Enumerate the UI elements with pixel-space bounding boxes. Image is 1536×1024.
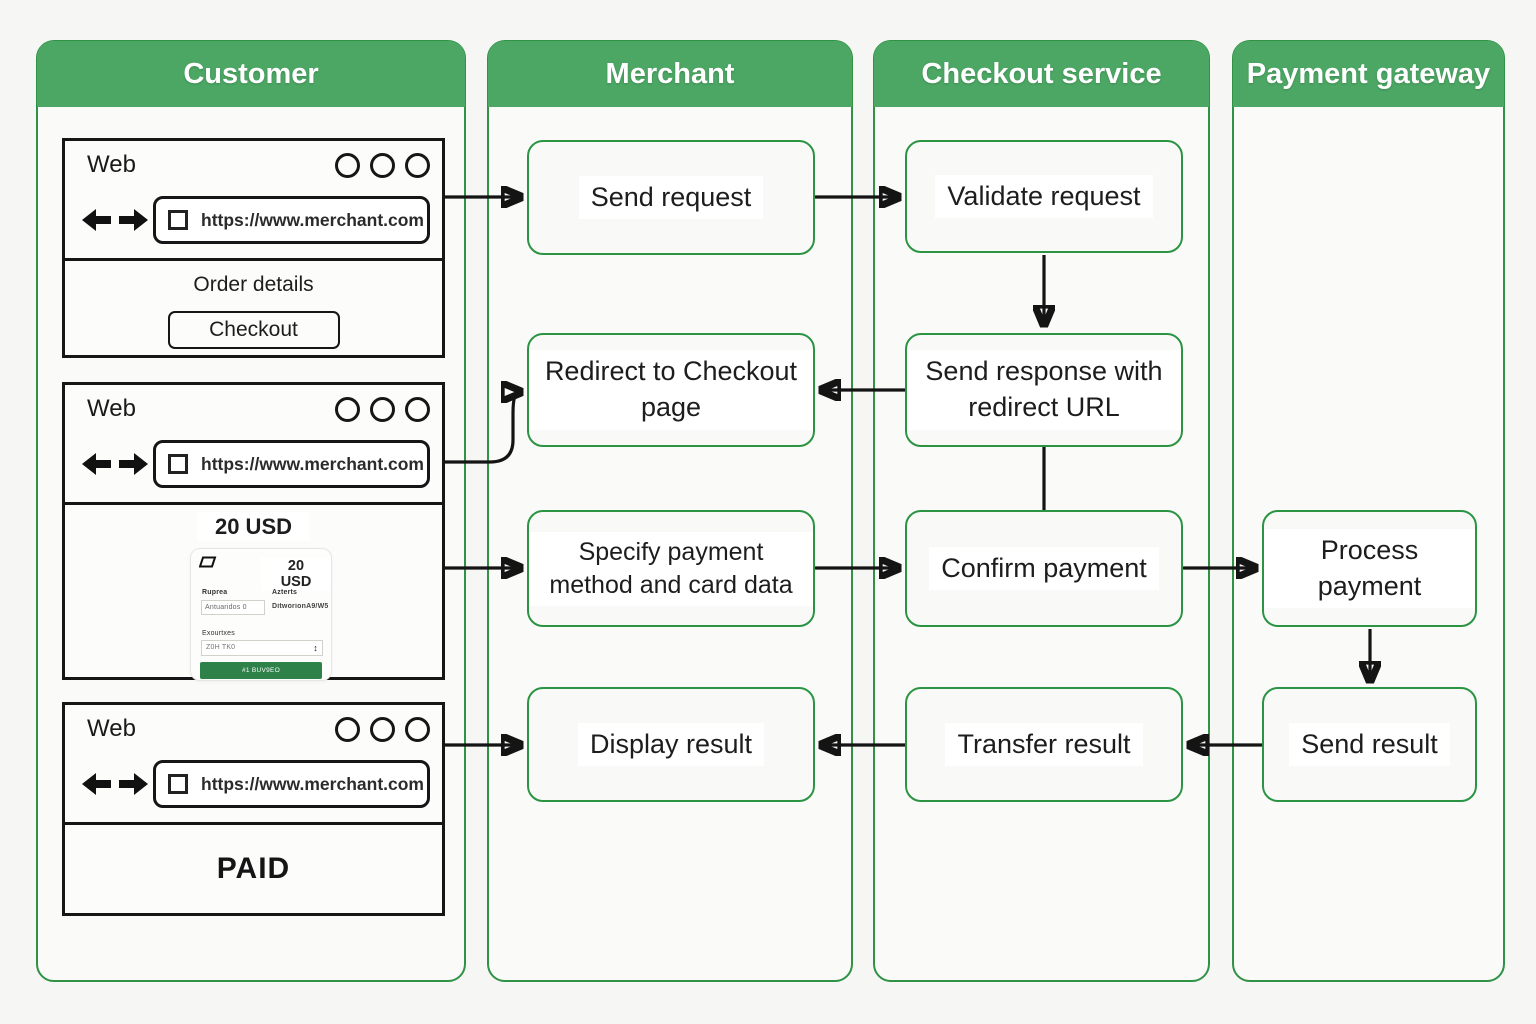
node-display-result-label: Display result — [577, 722, 765, 767]
browser-window-result: Web https://www.merchant.com PAID — [62, 702, 445, 916]
window-control-icon[interactable] — [370, 717, 395, 742]
node-send-result: Send result — [1262, 687, 1477, 802]
card-field1-label: Ruprea — [202, 589, 228, 596]
window-control-icon[interactable] — [335, 153, 360, 178]
stepper-icon[interactable]: ↕ — [313, 643, 318, 653]
browser-content-order: Order details Checkout — [65, 261, 442, 355]
node-redirect-checkout-page: Redirect to Checkout page — [527, 333, 815, 447]
forward-arrow-icon[interactable] — [119, 451, 149, 477]
site-identity-icon — [168, 454, 188, 474]
browser-chrome: Web https://www.merchant.com — [65, 141, 442, 261]
node-validate-request: Validate request — [905, 140, 1183, 253]
node-specify-payment-label: Specify payment method and card data — [529, 531, 813, 606]
window-control-icon[interactable] — [370, 397, 395, 422]
window-control-icon[interactable] — [405, 397, 430, 422]
amount-heading: 20 USD — [65, 512, 442, 541]
card-field2-value: DitworionA9/W5 — [272, 603, 329, 610]
url-text: https://www.merchant.com — [201, 773, 424, 794]
browser-nav — [81, 771, 149, 797]
window-control-icon[interactable] — [370, 153, 395, 178]
card-expires-input[interactable]: Z0H TK0 ↕ — [201, 640, 323, 656]
window-control-icon[interactable] — [405, 717, 430, 742]
lane-checkout-service-title: Checkout service — [874, 41, 1209, 107]
browser-content-payment: 20 USD 20 USD Ruprea Azterts Antuaridos … — [65, 505, 442, 680]
site-identity-icon — [168, 210, 188, 230]
browser-nav — [81, 451, 149, 477]
browser-window-order: Web https://www.merchant.com Order detai… — [62, 138, 445, 358]
node-process-payment: Process payment — [1262, 510, 1477, 627]
forward-arrow-icon[interactable] — [119, 207, 149, 233]
window-control-icon[interactable] — [335, 397, 360, 422]
order-details-title: Order details — [193, 273, 314, 296]
back-arrow-icon[interactable] — [81, 207, 111, 233]
node-confirm-payment-label: Confirm payment — [929, 546, 1159, 591]
site-identity-icon — [168, 774, 188, 794]
lane-payment-gateway-title: Payment gateway — [1233, 41, 1504, 107]
node-send-result-label: Send result — [1289, 722, 1450, 767]
browser-nav — [81, 207, 149, 233]
node-process-payment-label: Process payment — [1264, 528, 1475, 609]
node-specify-payment: Specify payment method and card data — [527, 510, 815, 627]
window-control-icon[interactable] — [405, 153, 430, 178]
node-transfer-result: Transfer result — [905, 687, 1183, 802]
browser-title: Web — [87, 395, 136, 422]
node-redirect-checkout-page-label: Redirect to Checkout page — [529, 350, 813, 430]
node-send-response: Send response with redirect URL — [905, 333, 1183, 447]
node-send-request: Send request — [527, 140, 815, 255]
address-bar[interactable]: https://www.merchant.com — [153, 440, 430, 488]
node-transfer-result-label: Transfer result — [945, 722, 1143, 767]
pay-button[interactable]: #1 BUV9EO — [200, 662, 322, 679]
url-text: https://www.merchant.com — [201, 453, 424, 474]
node-send-response-label: Send response with redirect URL — [907, 350, 1181, 430]
window-controls[interactable] — [335, 397, 430, 422]
amount-heading-text: 20 USD — [196, 512, 311, 541]
lane-customer-title: Customer — [37, 41, 465, 107]
back-arrow-icon[interactable] — [81, 451, 111, 477]
node-validate-request-label: Validate request — [935, 174, 1153, 219]
browser-title: Web — [87, 151, 136, 178]
card-expires-value: Z0H TK0 — [206, 644, 236, 651]
node-confirm-payment: Confirm payment — [905, 510, 1183, 627]
node-send-request-label: Send request — [578, 175, 764, 220]
node-display-result: Display result — [527, 687, 815, 802]
lane-merchant-title: Merchant — [488, 41, 852, 107]
browser-window-payment: Web https://www.merchant.com 20 USD — [62, 382, 445, 680]
address-bar[interactable]: https://www.merchant.com — [153, 196, 430, 244]
back-arrow-icon[interactable] — [81, 771, 111, 797]
forward-arrow-icon[interactable] — [119, 771, 149, 797]
address-bar[interactable]: https://www.merchant.com — [153, 760, 430, 808]
browser-chrome: Web https://www.merchant.com — [65, 385, 442, 505]
window-controls[interactable] — [335, 717, 430, 742]
browser-chrome: Web https://www.merchant.com — [65, 705, 442, 825]
browser-content-result: PAID — [65, 825, 442, 913]
card-icon — [199, 556, 217, 568]
checkout-button[interactable]: Checkout — [167, 311, 340, 349]
url-text: https://www.merchant.com — [201, 209, 424, 230]
paid-status: PAID — [216, 852, 291, 885]
card-field2-label: Azterts — [272, 589, 298, 596]
card-field1-input[interactable]: Antuaridos 0 — [201, 600, 265, 615]
card-expires-label: Exourtxes — [202, 630, 235, 637]
window-controls[interactable] — [335, 153, 430, 178]
window-control-icon[interactable] — [335, 717, 360, 742]
browser-title: Web — [87, 715, 136, 742]
card-amount-text: 20 USD — [261, 557, 331, 591]
payment-card-form: 20 USD Ruprea Azterts Antuaridos 0 Ditwo… — [191, 549, 331, 680]
